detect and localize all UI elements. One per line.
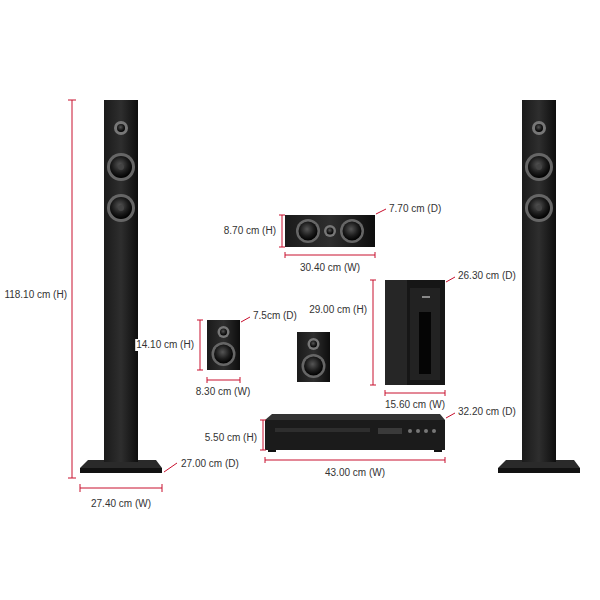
surround-speaker (297, 332, 330, 382)
dimension-line (446, 413, 455, 418)
dimension-label: 7.70 cm (D) (388, 203, 442, 215)
dimension-label: 30.40 cm (W) (299, 262, 361, 274)
dimension-label: 8.30 cm (W) (195, 386, 251, 398)
dimension-label: 27.40 cm (W) (90, 498, 152, 510)
subwoofer (385, 280, 445, 385)
dimension-line (376, 209, 386, 214)
dimension-label: 8.70 cm (H) (223, 225, 277, 237)
dimension-label: 43.00 cm (W) (324, 467, 386, 479)
dimension-line (164, 463, 177, 472)
dimension-label: 27.00 cm (D) (180, 458, 240, 470)
dimension-label: 26.30 cm (D) (457, 270, 517, 282)
dimension-line (446, 277, 455, 282)
dimension-label: 32.20 cm (D) (457, 406, 517, 418)
dimension-label: 14.10 cm (H) (135, 339, 195, 351)
dimension-label: 15.60 cm (W) (384, 399, 446, 411)
dimension-line (80, 484, 162, 492)
dimension-label: 5.50 cm (H) (204, 432, 258, 444)
dimension-line (68, 100, 76, 478)
dimension-lines (68, 100, 455, 492)
dimension-line (279, 215, 285, 247)
dimension-label: 118.10 cm (H) (3, 289, 68, 301)
dimension-line (207, 377, 240, 383)
dimension-label: 29.00 cm (H) (308, 304, 368, 316)
dimension-line (260, 420, 266, 450)
dimension-line (197, 320, 203, 370)
dimension-line (285, 252, 375, 258)
dimension-line (265, 457, 445, 463)
center-speaker (285, 215, 375, 247)
surround-speaker (207, 320, 240, 370)
dimension-line (385, 390, 445, 396)
disc-player (265, 414, 445, 452)
dimension-line (370, 280, 376, 385)
tower-speaker (80, 100, 162, 473)
dimension-label: 7.5cm (D) (252, 310, 298, 322)
dimension-line (241, 317, 250, 322)
